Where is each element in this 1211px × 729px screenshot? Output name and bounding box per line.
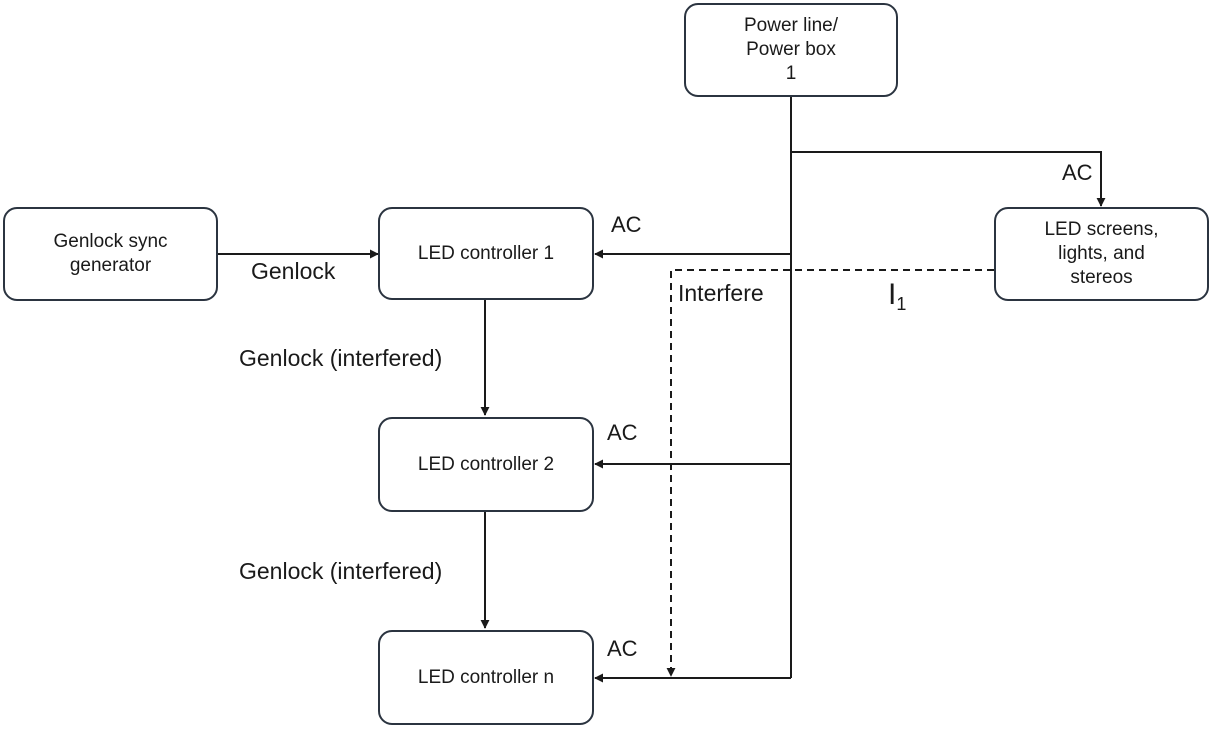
led-controller-n-node: LED controller n: [378, 630, 594, 725]
led-screens-label: LED screens, lights, and stereos: [1044, 219, 1159, 288]
led-controller-n-label: LED controller n: [417, 666, 555, 688]
ac-label-controller-1: AC: [611, 212, 642, 237]
genlock-interfered-label-1: Genlock (interfered): [239, 345, 443, 371]
led-controller-2-node: LED controller 2: [378, 417, 594, 512]
genlock-generator-label: Genlock sync generator: [53, 231, 168, 276]
ac-label-screens: AC: [1062, 160, 1093, 185]
interference-dashed-arrow: [666, 269, 994, 677]
genlock-label: Genlock: [251, 258, 336, 284]
ac-label-controller-n: AC: [607, 636, 638, 661]
ac-label-controller-2: AC: [607, 420, 638, 445]
interfere-label: Interfere: [678, 280, 764, 306]
genlock-generator-node: Genlock sync generator: [3, 207, 218, 301]
power-box-node: Power line/ Power box 1: [684, 3, 898, 97]
power-box-label: Power line/ Power box 1: [744, 15, 838, 84]
led-controller-1-node: LED controller 1: [378, 207, 594, 300]
led-screens-node: LED screens, lights, and stereos: [994, 207, 1209, 301]
ac-to-screens-arrow: [791, 151, 1106, 207]
led-controller-1-label: LED controller 1: [417, 242, 555, 264]
current-label: I1: [888, 278, 907, 314]
current-symbol: I: [888, 278, 897, 311]
led-controller-2-label: LED controller 2: [417, 453, 555, 475]
genlock-interfered-label-2: Genlock (interfered): [239, 558, 443, 584]
current-subscript: 1: [896, 294, 907, 314]
